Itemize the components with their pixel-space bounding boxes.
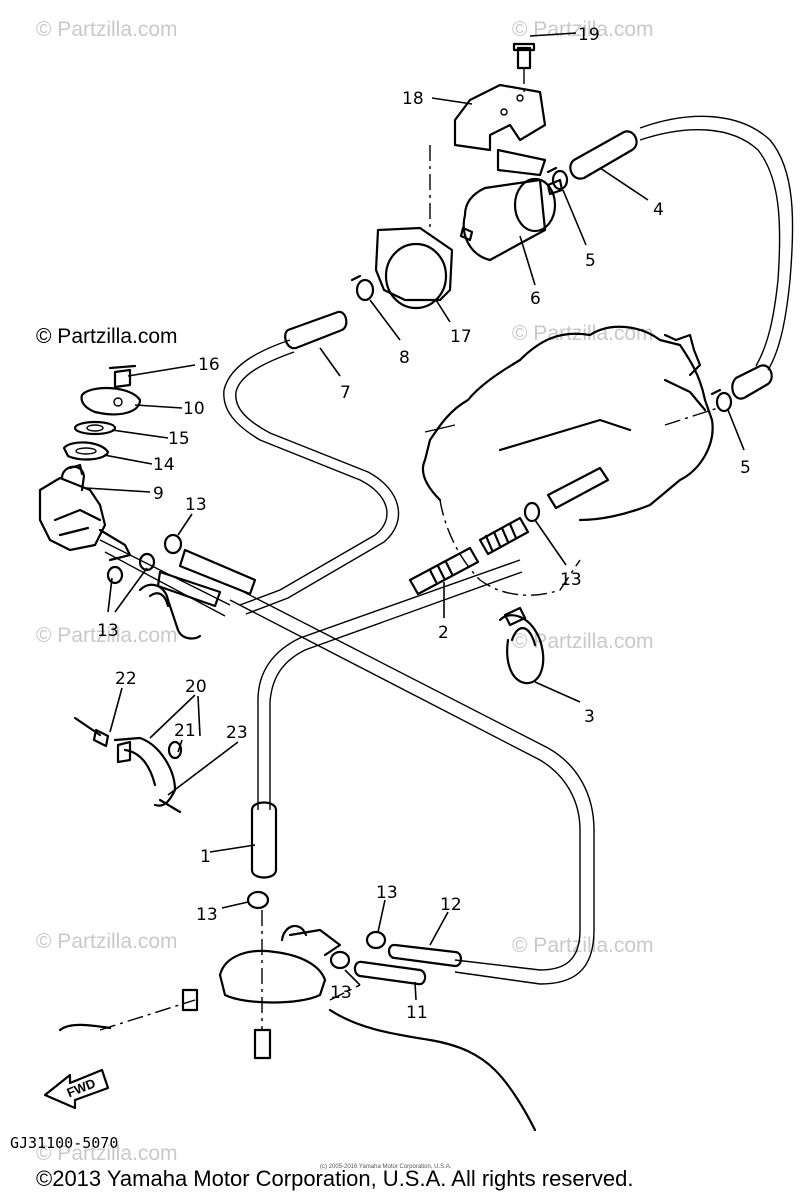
knob-assembly [62, 364, 142, 461]
callout-labels: 19 18 4 5 6 17 8 7 5 13 2 3 16 10 15 14 … [97, 25, 751, 1023]
hoses-11-12 [353, 943, 463, 986]
callout-23: 23 [226, 723, 248, 743]
callout-5b: 5 [740, 458, 751, 478]
callout-14: 14 [153, 455, 175, 475]
callout-7: 7 [340, 383, 351, 403]
callout-18: 18 [402, 89, 424, 109]
callout-3: 3 [584, 707, 595, 727]
fwd-arrow: FWD [43, 1068, 110, 1110]
watermark: © Partzilla.com [36, 325, 178, 348]
bracket-18 [429, 83, 547, 230]
fuel-hose-2 [408, 466, 610, 596]
callout-6: 6 [530, 289, 541, 309]
callout-13: 13 [97, 621, 119, 641]
callout-1: 1 [200, 847, 211, 867]
fuel-filter [459, 177, 564, 262]
copyright-notice: ©2013 Yamaha Motor Corporation, U.S.A. A… [36, 1166, 633, 1191]
callout-5: 5 [585, 251, 596, 271]
callout-13: 13 [560, 570, 582, 590]
watermark: © Partzilla.com [512, 934, 654, 957]
callout-13: 13 [185, 495, 207, 515]
callout-8: 8 [399, 348, 410, 368]
callout-22: 22 [115, 669, 137, 689]
callout-11: 11 [406, 1003, 428, 1023]
callout-12: 12 [440, 895, 462, 915]
clips-13-valve [106, 533, 183, 585]
clips-13-lower [246, 890, 387, 970]
callout-13: 13 [376, 883, 398, 903]
fuel-valve-9 [38, 463, 231, 617]
watermark: © Partzilla.com [36, 624, 178, 647]
callout-9: 9 [153, 484, 164, 504]
bolt-19 [512, 42, 536, 92]
watermark: © Partzilla.com [36, 18, 178, 41]
hose-7 [223, 310, 400, 615]
callout-21: 21 [174, 721, 196, 741]
engine-block [421, 325, 714, 596]
hose-1 [250, 559, 523, 879]
leader-lines [85, 32, 745, 1001]
hose-main-return [229, 587, 595, 985]
callout-13: 13 [330, 983, 352, 1003]
watermark: © Partzilla.com [36, 1142, 178, 1165]
callout-15: 15 [168, 429, 190, 449]
strap-3 [498, 606, 545, 685]
hose-4 [569, 115, 794, 400]
callout-4: 4 [653, 200, 664, 220]
callout-20: 20 [185, 677, 207, 697]
callout-2: 2 [438, 623, 449, 643]
callout-16: 16 [198, 355, 220, 375]
small-print: (c) 2005-2016 Yamaha Motor Corporation, … [320, 1164, 452, 1170]
drawing-code: GJ31100-5070 [10, 1134, 118, 1152]
elbow-hose [138, 548, 257, 640]
watermark: © Partzilla.com [36, 930, 178, 953]
fuel-tank [58, 910, 537, 1132]
watermark: © Partzilla.com [512, 630, 654, 653]
filter-band-17 [374, 226, 454, 310]
callout-10: 10 [183, 399, 205, 419]
clips-5-8 [350, 166, 733, 426]
clamp-20-23 [73, 716, 183, 814]
callout-13: 13 [196, 905, 218, 925]
callout-17: 17 [450, 327, 472, 347]
callout-19: 19 [578, 25, 600, 45]
